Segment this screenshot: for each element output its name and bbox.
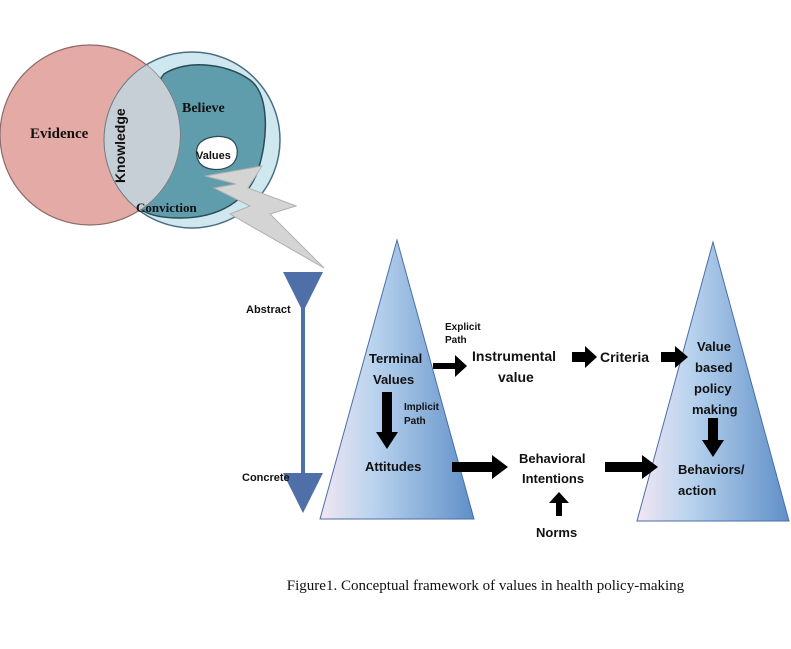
arrow-to-behaviors (605, 455, 658, 479)
arrow-vbpm-to-behaviors (702, 418, 724, 457)
flow-arrows (376, 346, 724, 516)
concrete-label: Concrete (242, 472, 290, 484)
criteria-label: Criteria (600, 349, 649, 365)
arrow-implicit-path (376, 392, 398, 449)
behaviors-line2: action (678, 483, 716, 498)
conviction-label: Conviction (136, 200, 197, 215)
knowledge-label: Knowledge (112, 108, 128, 183)
arrow-to-criteria (572, 346, 597, 368)
explicit-path-line1: Explicit (445, 322, 481, 333)
evidence-label: Evidence (30, 126, 89, 142)
arrow-to-behavioral (452, 455, 508, 479)
terminal-values-line2: Values (373, 372, 414, 387)
explicit-path-line2: Path (445, 335, 467, 346)
vbpm-line4: making (692, 402, 738, 417)
attitudes-label: Attitudes (365, 459, 421, 474)
abstract-label: Abstract (246, 304, 291, 316)
behavioral-line1: Behavioral (519, 451, 585, 466)
instrumental-line1: Instrumental (472, 348, 556, 364)
instrumental-line2: value (498, 369, 534, 385)
values-label: Values (196, 150, 231, 162)
norms-label: Norms (536, 525, 577, 540)
behavioral-line2: Intentions (522, 471, 584, 486)
believe-label: Believe (182, 101, 225, 116)
left-cone: Terminal Values Attitudes (319, 238, 475, 520)
values-bubble (195, 135, 238, 171)
abstraction-scale: Abstract Concrete (242, 272, 323, 513)
arrow-explicit-path (433, 355, 467, 377)
behaviors-line1: Behaviors/ (678, 462, 745, 477)
vbpm-line1: Value (697, 339, 731, 354)
vbpm-line2: based (695, 360, 733, 375)
figure-caption: Figure1. Conceptual framework of values … (286, 578, 685, 594)
knowledge-overlap (103, 51, 180, 225)
implicit-path-line1: Implicit (404, 402, 440, 413)
arrow-to-vbpm (661, 346, 688, 368)
arrow-norms-up (549, 492, 569, 516)
left-cone-shape (319, 238, 475, 520)
right-cone: Value based policy making Behaviors/ act… (636, 240, 790, 522)
terminal-values-line1: Terminal (369, 351, 422, 366)
implicit-path-line2: Path (404, 416, 426, 427)
vbpm-line3: policy (694, 381, 732, 396)
right-cone-shape (636, 240, 790, 522)
lightning-bolt (204, 165, 325, 269)
